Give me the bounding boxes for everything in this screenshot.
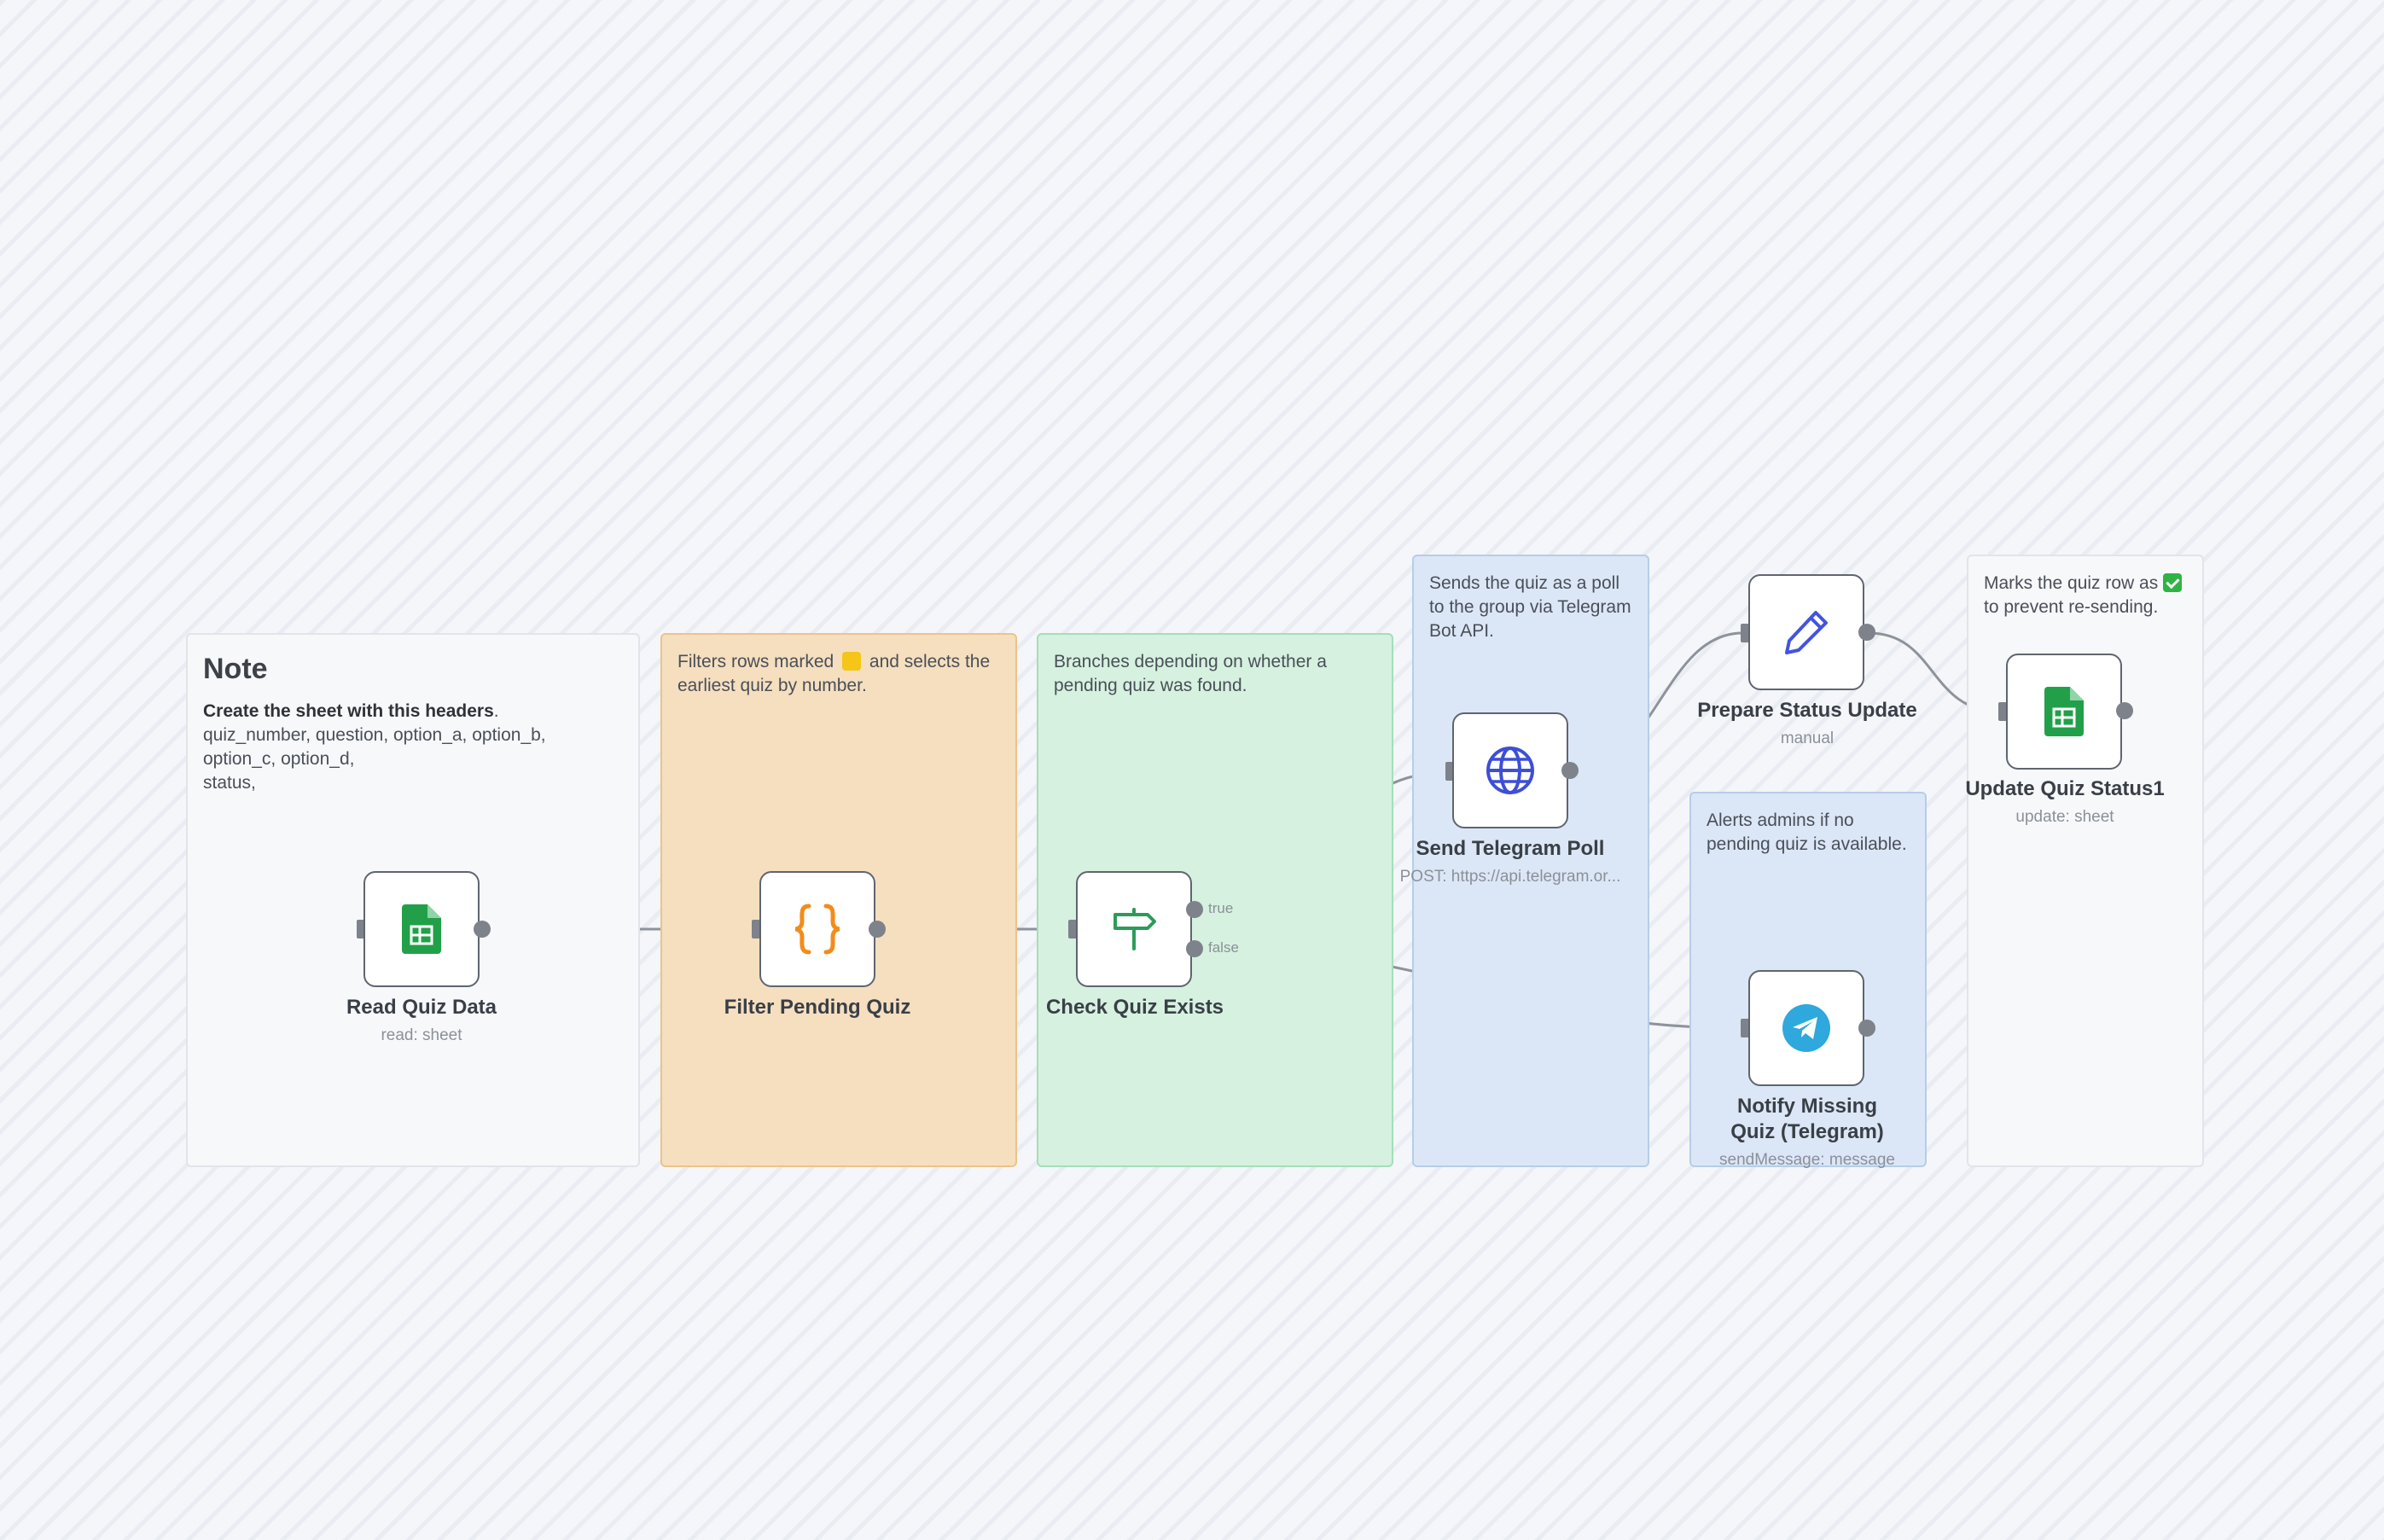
note-line-1: quiz_number, question, option_a, option_… (203, 725, 546, 745)
node-notify-missing-quiz[interactable] (1748, 970, 1864, 1086)
node-prepare-status-update-subtitle: manual (1780, 729, 1835, 747)
code-braces-icon (794, 904, 840, 955)
notify-missing-quiz-output-port[interactable] (1858, 1020, 1875, 1037)
note-line-2: option_c, option_d, (203, 749, 355, 769)
node-read-quiz-data-subtitle: read: sheet (381, 1026, 462, 1044)
node-filter-pending-quiz[interactable] (759, 871, 875, 987)
read-quiz-data-input-port[interactable] (357, 920, 365, 939)
node-send-telegram-poll[interactable] (1452, 712, 1568, 828)
note-branch-text: Branches depending on whether a pending … (1054, 652, 1332, 695)
notify-missing-quiz-input-port[interactable] (1741, 1019, 1749, 1037)
note-line-3: status, (203, 773, 256, 793)
filter-pending-quiz-input-port[interactable] (752, 920, 760, 939)
check-quiz-exists-input-port[interactable] (1068, 920, 1077, 939)
send-telegram-poll-input-port[interactable] (1445, 762, 1454, 781)
note-marks-text-before: Marks the quiz row as (1984, 573, 2159, 593)
node-notify-missing-quiz-subtitle: sendMessage: message (1719, 1151, 1895, 1169)
note-bold-text: Create the sheet with this headers (203, 701, 494, 721)
note-headers-line: Create the sheet with this headers. (203, 700, 623, 724)
check-quiz-exists-true-port[interactable] (1186, 901, 1203, 918)
node-read-quiz-data-title: Read Quiz Data (346, 996, 497, 1019)
globe-icon (1486, 747, 1534, 794)
filter-pending-quiz-output-port[interactable] (869, 921, 886, 938)
branch-label-true: true (1208, 900, 1234, 916)
node-notify-missing-quiz-title: Notify Missing Quiz (Telegram) (1730, 1095, 1884, 1143)
note-title: Note (203, 653, 268, 685)
note-alert-text: Alerts admins if no pending quiz is avai… (1707, 811, 1907, 854)
node-prepare-status-update[interactable] (1748, 574, 1864, 690)
update-quiz-status-input-port[interactable] (1998, 702, 2007, 721)
note-send-text: Sends the quiz as a poll to the group vi… (1429, 573, 1637, 641)
yellow-square-icon (842, 652, 862, 671)
note-marks[interactable]: Marks the quiz row as to prevent re-send… (1967, 555, 2204, 1167)
note-filter-text: Filters rows marked and selects the earl… (677, 650, 1000, 698)
note-filter-text-before: Filters rows marked (677, 652, 834, 671)
note-main[interactable]: Note Create the sheet with this headers.… (186, 633, 640, 1167)
node-filter-pending-quiz-title: Filter Pending Quiz (724, 996, 911, 1019)
node-read-quiz-data[interactable] (363, 871, 480, 987)
green-check-icon (2163, 573, 2183, 592)
prepare-status-update-output-port[interactable] (1858, 624, 1875, 641)
signpost-icon (1114, 908, 1156, 950)
check-quiz-exists-false-port[interactable] (1186, 940, 1203, 957)
node-send-telegram-poll-title: Send Telegram Poll (1416, 837, 1605, 860)
pencil-icon (1785, 611, 1828, 654)
note-filter-text-after: and selects the earliest quiz by number. (677, 652, 995, 695)
note-send[interactable]: Sends the quiz as a poll to the group vi… (1412, 555, 1649, 1167)
note-bold-suffix: . (493, 701, 499, 721)
note-marks-text-after: to prevent re-sending. (1984, 597, 2159, 617)
node-update-quiz-status-subtitle: update: sheet (2015, 808, 2114, 826)
node-send-telegram-poll-subtitle: POST: https://api.telegram.or... (1399, 868, 1621, 886)
prepare-status-update-input-port[interactable] (1741, 624, 1749, 642)
read-quiz-data-output-port[interactable] (474, 921, 491, 938)
send-telegram-poll-output-port[interactable] (1561, 762, 1579, 779)
node-update-quiz-status[interactable] (2006, 654, 2122, 770)
note-marks-text: Marks the quiz row as to prevent re-send… (1984, 572, 2187, 619)
node-check-quiz-exists-title: Check Quiz Exists (1045, 996, 1224, 1019)
node-update-quiz-status-title: Update Quiz Status1 (1965, 777, 2165, 800)
update-quiz-status-output-port[interactable] (2116, 702, 2133, 719)
google-sheets-icon (402, 904, 441, 954)
node-prepare-status-update-title: Prepare Status Update (1697, 699, 1917, 722)
branch-label-false: false (1208, 939, 1239, 956)
node-check-quiz-exists[interactable] (1076, 871, 1192, 987)
google-sheets-icon (2044, 687, 2084, 736)
telegram-icon (1782, 1004, 1830, 1052)
